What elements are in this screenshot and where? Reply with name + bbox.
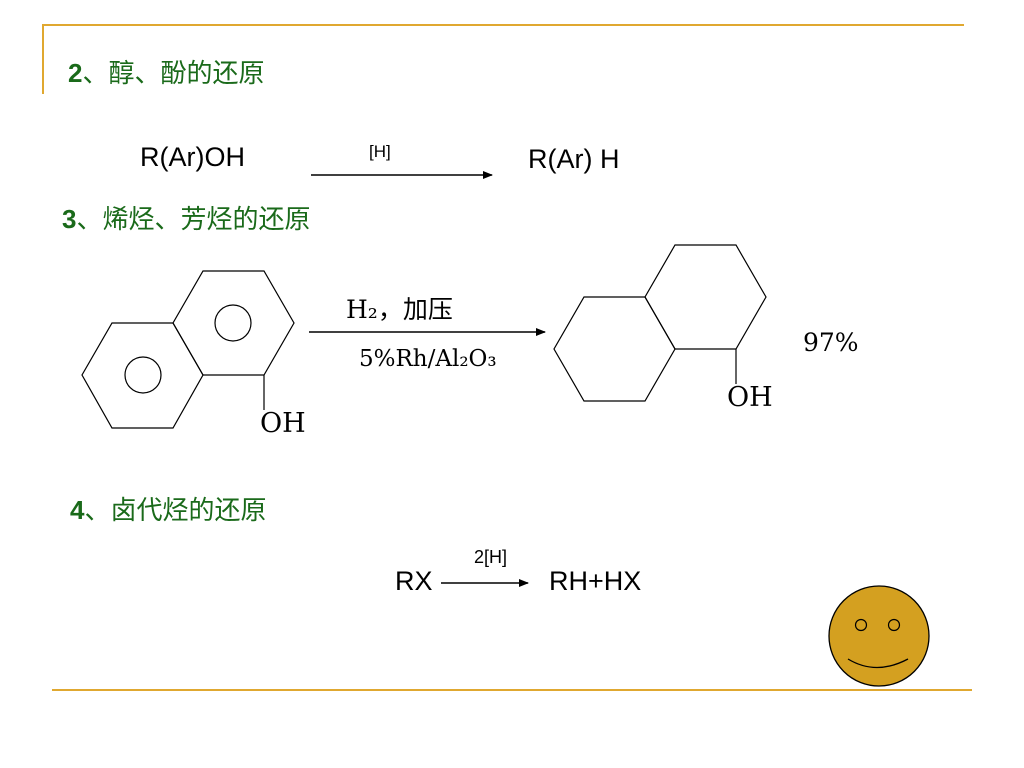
reaction3-reagent: 2[H] bbox=[474, 547, 508, 567]
section-2-title: 、醇、酚的还原 bbox=[82, 59, 265, 89]
section-4-title: 、卤代烃的还原 bbox=[84, 496, 267, 526]
section-4-number: 4 bbox=[70, 495, 85, 525]
naphthol-left-ring bbox=[81, 322, 204, 429]
reactant-oh-label: OH bbox=[260, 408, 306, 439]
section-4-heading: 4、卤代烃的还原 bbox=[70, 490, 266, 527]
yield-label: 97% bbox=[803, 328, 859, 357]
aromatic-circle-left bbox=[124, 356, 162, 394]
left-rule bbox=[42, 24, 44, 94]
section-3-heading: 3、烯烃、芳烃的还原 bbox=[62, 199, 310, 236]
smiley-face-icon bbox=[826, 583, 932, 689]
reaction1-reactant: R(Ar)OH bbox=[140, 142, 245, 172]
reaction1-reagent: [H] bbox=[369, 142, 391, 161]
decalinol-right-ring bbox=[644, 244, 767, 350]
reaction3-reactant: RX bbox=[395, 566, 433, 596]
top-rule bbox=[42, 24, 964, 26]
product-oh-label: OH bbox=[727, 382, 773, 413]
section-3-number: 3 bbox=[62, 204, 77, 234]
reaction2-reagent-bottom: 5%Rh/Al₂O₃ bbox=[359, 346, 497, 372]
reaction2-reagent-top: H₂，加压 bbox=[346, 295, 453, 324]
decalinol-left-ring bbox=[553, 296, 676, 402]
reaction1-product: R(Ar) H bbox=[528, 144, 620, 174]
section-2-heading: 2、醇、酚的还原 bbox=[68, 53, 264, 90]
bottom-rule bbox=[52, 689, 972, 691]
naphthol-structure bbox=[81, 270, 295, 429]
section-2-number: 2 bbox=[68, 58, 83, 88]
reaction3-product: RH+HX bbox=[549, 566, 642, 596]
decalinol-structure bbox=[553, 244, 767, 402]
aromatic-circle-right bbox=[214, 304, 252, 342]
naphthol-right-ring bbox=[172, 270, 295, 376]
section-3-title: 、烯烃、芳烃的还原 bbox=[76, 205, 311, 235]
